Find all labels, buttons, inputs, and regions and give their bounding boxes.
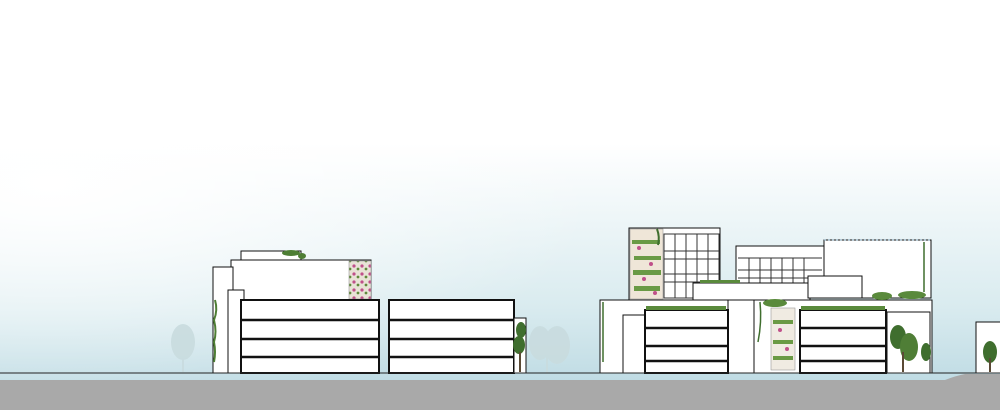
- green-wall-panel: [348, 260, 372, 300]
- hanging-vines: [602, 242, 925, 362]
- stair-planters: [770, 307, 796, 371]
- west-block: [212, 250, 380, 374]
- background-trees: [171, 324, 570, 373]
- podium-planting: [646, 280, 926, 310]
- climbing-vines: [212, 299, 218, 363]
- annex-tree: [513, 322, 526, 372]
- tower-planters: [632, 228, 661, 295]
- roof-planting: [282, 250, 306, 259]
- ground: [0, 374, 1000, 410]
- far-east-tree: [983, 341, 997, 372]
- west-annex: [388, 299, 527, 374]
- street-trees: [890, 325, 931, 372]
